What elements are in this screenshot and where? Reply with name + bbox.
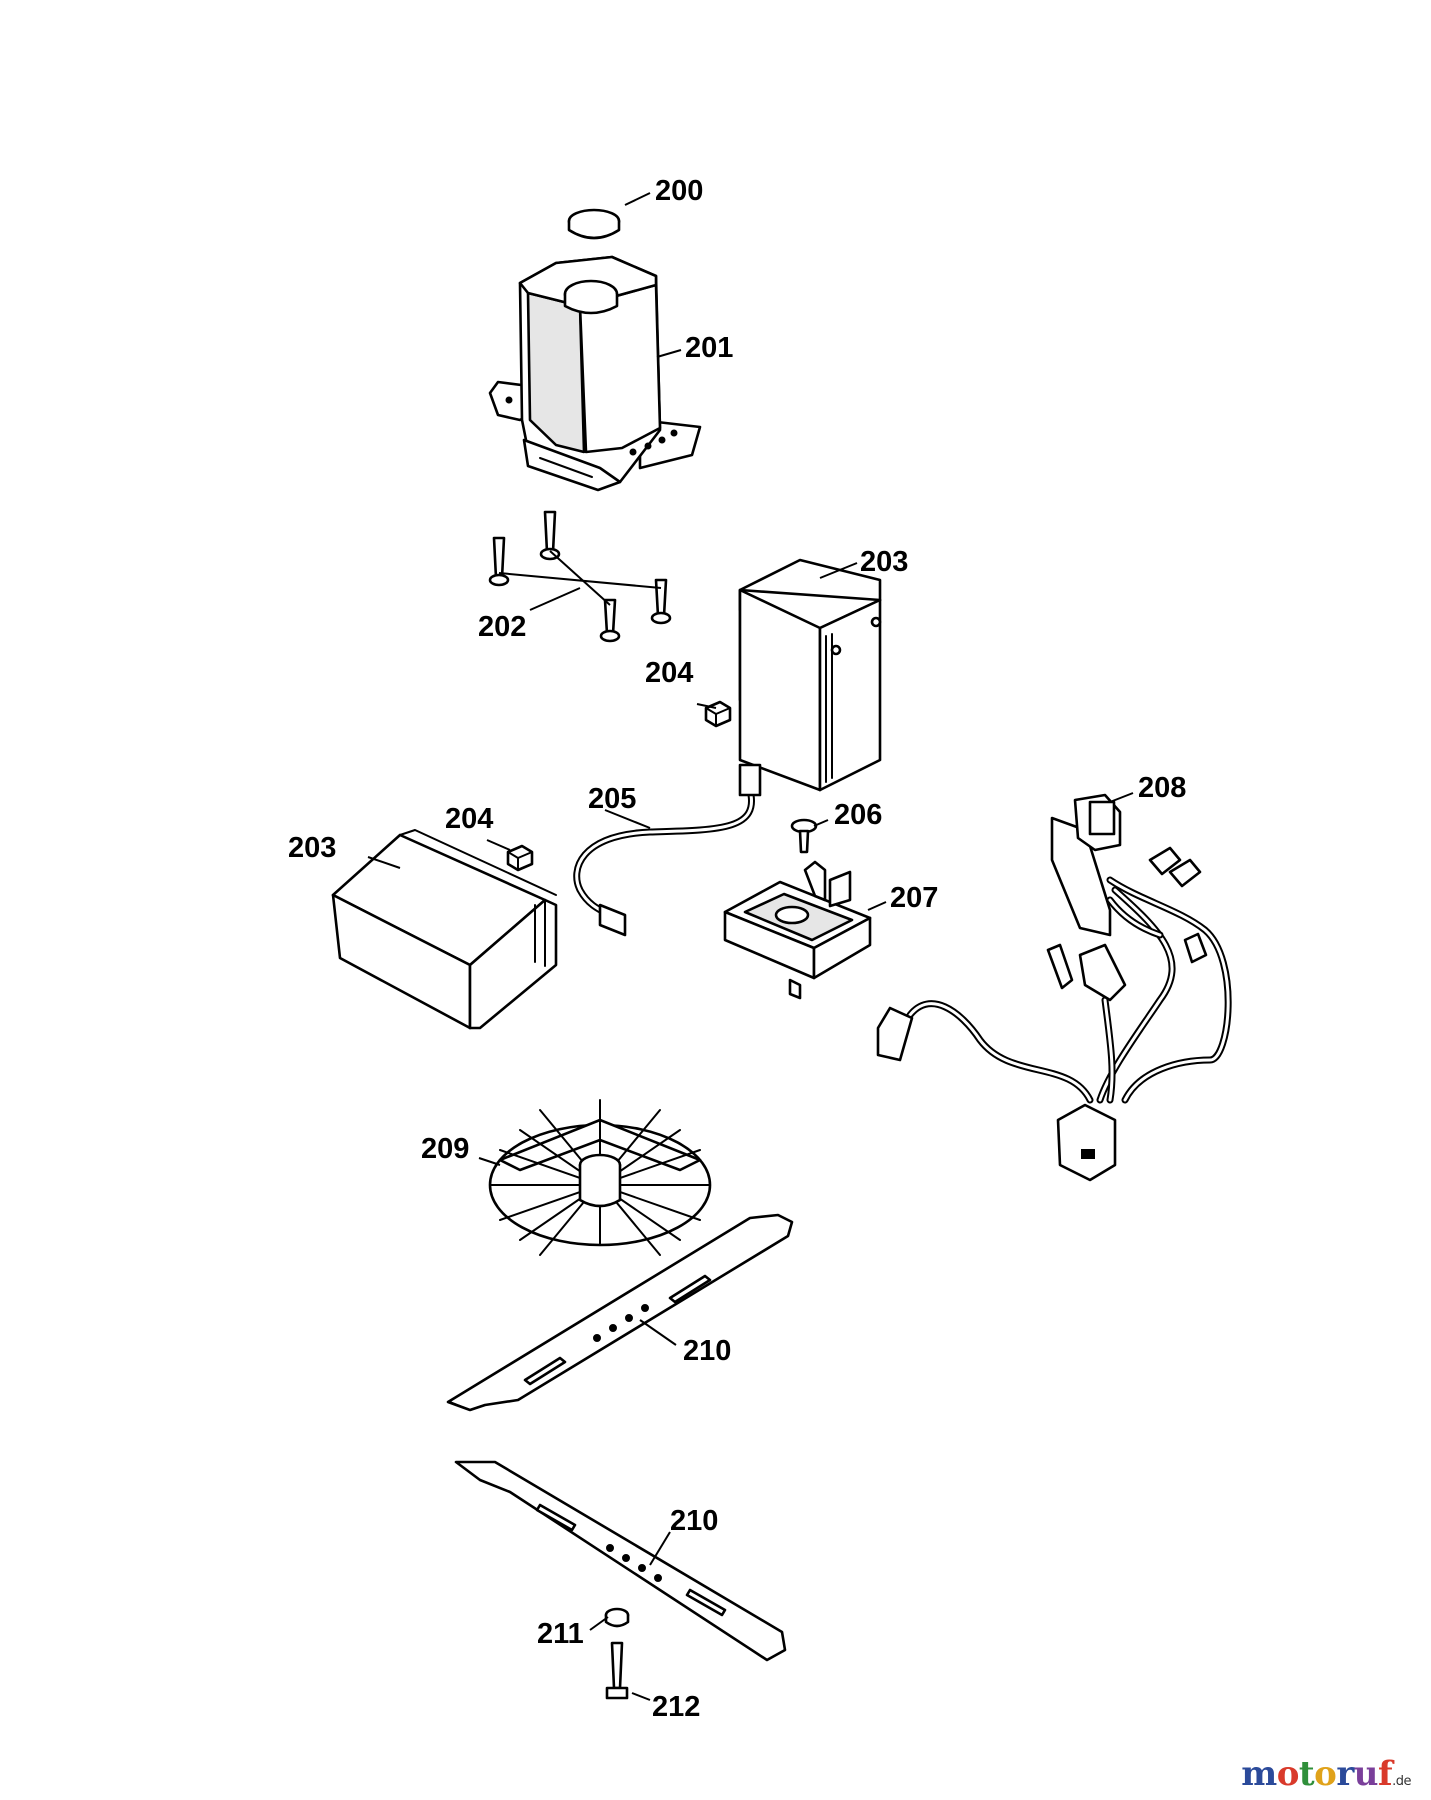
part-202-screws <box>488 510 672 643</box>
callout-211: 211 <box>537 1618 584 1650</box>
callout-208: 208 <box>1138 772 1186 804</box>
leader-lines <box>367 192 1134 1701</box>
watermark-suffix: .de <box>1392 1774 1411 1789</box>
callout-205: 205 <box>588 783 636 815</box>
part-200-cap <box>567 208 621 240</box>
part-207-holder <box>723 860 872 1000</box>
watermark-letter: o <box>1314 1754 1337 1794</box>
callout-labels: 200 201 202 203 204 205 206 207 208 204 … <box>288 175 1186 1723</box>
callout-207: 207 <box>890 882 938 914</box>
part-204-terminal-lower <box>506 844 534 872</box>
callout-202: 202 <box>478 611 526 643</box>
part-201-motor <box>488 255 702 492</box>
watermark-letter: o <box>1276 1754 1300 1794</box>
callout-206: 206 <box>834 799 882 831</box>
callout-203-lower: 203 <box>288 832 336 864</box>
watermark-letter: t <box>1298 1754 1315 1794</box>
callout-203-upper: 203 <box>860 546 908 578</box>
part-208-wiring-harness <box>876 793 1232 1182</box>
part-203-battery-lower <box>331 829 558 1030</box>
watermark-letter: r <box>1336 1754 1354 1794</box>
part-210-blade-lower <box>454 1460 787 1662</box>
part-212-bolt <box>605 1641 629 1700</box>
watermark-letters: motoruf <box>1241 1754 1392 1794</box>
part-211-washer <box>604 1607 630 1628</box>
part-205-cable <box>573 763 762 937</box>
watermark-letter: f <box>1377 1754 1393 1794</box>
callout-200: 200 <box>655 175 703 207</box>
callout-201: 201 <box>685 332 733 364</box>
callout-210-upper: 210 <box>683 1335 731 1367</box>
callout-212: 212 <box>652 1691 700 1723</box>
part-204-terminal-upper <box>704 700 732 728</box>
callout-210-lower: 210 <box>670 1505 718 1537</box>
callout-209: 209 <box>421 1133 469 1165</box>
part-206-screw <box>790 818 818 854</box>
watermark-letter: m <box>1241 1754 1277 1794</box>
part-209-fan <box>488 1099 712 1256</box>
watermark-letter: u <box>1353 1754 1379 1794</box>
part-210-blade-upper <box>446 1213 794 1412</box>
watermark-logo: motoruf.de <box>1241 1754 1411 1794</box>
part-203-battery-upper <box>738 558 882 792</box>
callout-204-upper: 204 <box>645 657 693 689</box>
callout-204-lower: 204 <box>445 803 493 835</box>
